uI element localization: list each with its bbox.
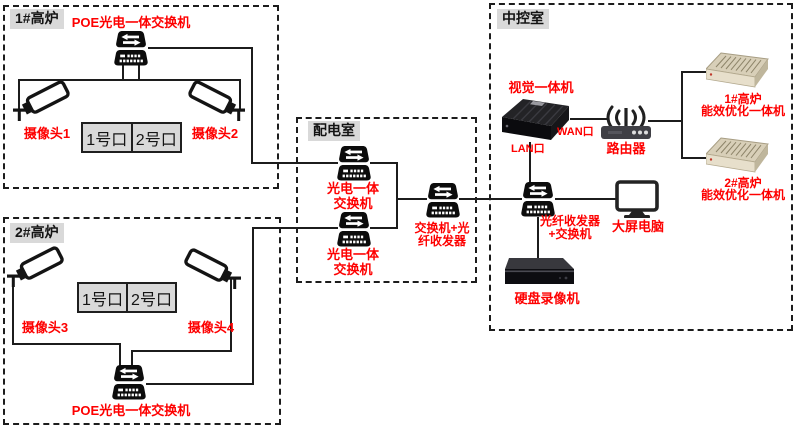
cable bbox=[12, 276, 14, 345]
cable-fiber-link bbox=[459, 198, 522, 200]
cable bbox=[681, 71, 711, 73]
dvr-device bbox=[503, 257, 577, 287]
vision-machine bbox=[501, 96, 575, 148]
cable bbox=[146, 383, 254, 385]
cable bbox=[119, 343, 121, 368]
cable bbox=[12, 343, 121, 345]
media-switch-top-label-line2: 交换机 bbox=[333, 196, 373, 211]
poe-switch2-label: POE光电一体交换机 bbox=[71, 403, 191, 418]
port2-cell: 2号口 bbox=[126, 282, 177, 313]
zone-title-furnace2: 2#高炉 bbox=[10, 223, 64, 243]
camera1-label: 摄像头1 bbox=[23, 126, 71, 141]
zone-title-power-room: 配电室 bbox=[308, 121, 360, 141]
camera3-label: 摄像头3 bbox=[21, 320, 69, 335]
port2-cell: 2号口 bbox=[130, 122, 182, 153]
camera-icon bbox=[12, 78, 76, 124]
zone-furnace1 bbox=[3, 5, 279, 189]
cable bbox=[681, 157, 711, 159]
zone-title-furnace1: 1#高炉 bbox=[10, 9, 64, 29]
cable-wan bbox=[570, 118, 608, 120]
media-switch-icon bbox=[337, 145, 371, 183]
zone-furnace2 bbox=[3, 217, 281, 425]
cable bbox=[19, 79, 241, 81]
zone-title-control-room: 中控室 bbox=[497, 9, 549, 29]
cable bbox=[252, 227, 254, 385]
optimizer1-label-line2: 能效优化一体机 bbox=[700, 104, 785, 118]
vision-machine-label: 视觉一体机 bbox=[508, 80, 574, 95]
optimizer1-label-line1: 1#高炉 bbox=[724, 92, 762, 106]
media-switch-bottom-label-line1: 光电一体 bbox=[326, 247, 379, 262]
wan-port-label: WAN口 bbox=[557, 126, 594, 138]
cable bbox=[239, 79, 241, 111]
cable bbox=[18, 79, 20, 112]
cable bbox=[131, 350, 232, 352]
cable bbox=[122, 64, 124, 80]
switch-fiber-converter-icon bbox=[426, 182, 460, 220]
fiber-switch-label-line1: 光纤收发器 bbox=[539, 214, 600, 228]
camera4-label: 摄像头4 bbox=[187, 320, 235, 335]
camera-icon bbox=[182, 78, 246, 124]
cable bbox=[555, 198, 617, 200]
media-switch-icon bbox=[337, 211, 371, 249]
poe-switch-icon bbox=[112, 364, 146, 402]
zone-control-room bbox=[489, 3, 793, 331]
monitor-label: 大屏电脑 bbox=[611, 219, 664, 234]
cable bbox=[370, 162, 398, 164]
switch-fiber-converter-label-line1: 交换机+光 bbox=[414, 221, 470, 235]
cable bbox=[138, 64, 140, 80]
poe-switch1-label: POE光电一体交换机 bbox=[71, 15, 191, 30]
cable bbox=[230, 278, 232, 352]
optimizer2-label-line2: 能效优化一体机 bbox=[700, 188, 785, 202]
port-box-furnace1: 1号口 2号口 bbox=[81, 122, 182, 153]
camera-icon bbox=[178, 246, 242, 292]
poe-switch-icon bbox=[114, 30, 148, 68]
port1-cell: 1号口 bbox=[81, 122, 133, 153]
cable-lan bbox=[529, 142, 531, 183]
camera2-label: 摄像头2 bbox=[191, 126, 239, 141]
optimizer2-device bbox=[706, 137, 772, 179]
dvr-label: 硬盘录像机 bbox=[514, 291, 580, 306]
switch-fiber-converter-label-line2: 纤收发器 bbox=[417, 234, 466, 248]
media-switch-top-label-line1: 光电一体 bbox=[326, 181, 379, 196]
port1-cell: 1号口 bbox=[77, 282, 128, 313]
cable bbox=[648, 120, 682, 122]
cable bbox=[131, 350, 133, 368]
optimizer1-device bbox=[706, 52, 772, 94]
cable bbox=[396, 162, 398, 229]
cable bbox=[397, 198, 427, 200]
lan-port-label: LAN口 bbox=[511, 143, 545, 155]
cable bbox=[148, 47, 253, 49]
router-label: 路由器 bbox=[606, 141, 646, 156]
camera-icon bbox=[6, 244, 70, 290]
fiber-switch-icon bbox=[521, 181, 555, 219]
cable bbox=[681, 71, 683, 159]
optimizer2-label-line1: 2#高炉 bbox=[724, 176, 762, 190]
cable bbox=[537, 217, 539, 259]
cable bbox=[251, 47, 253, 164]
cable bbox=[252, 227, 338, 229]
cable bbox=[251, 162, 338, 164]
media-switch-bottom-label-line2: 交换机 bbox=[333, 262, 373, 277]
monitor-icon bbox=[615, 180, 659, 218]
zone-power-room bbox=[296, 117, 477, 283]
cable bbox=[370, 227, 398, 229]
fiber-switch-label-line2: +交换机 bbox=[548, 227, 592, 241]
router-icon bbox=[600, 100, 652, 142]
port-box-furnace2: 1号口 2号口 bbox=[77, 282, 177, 313]
